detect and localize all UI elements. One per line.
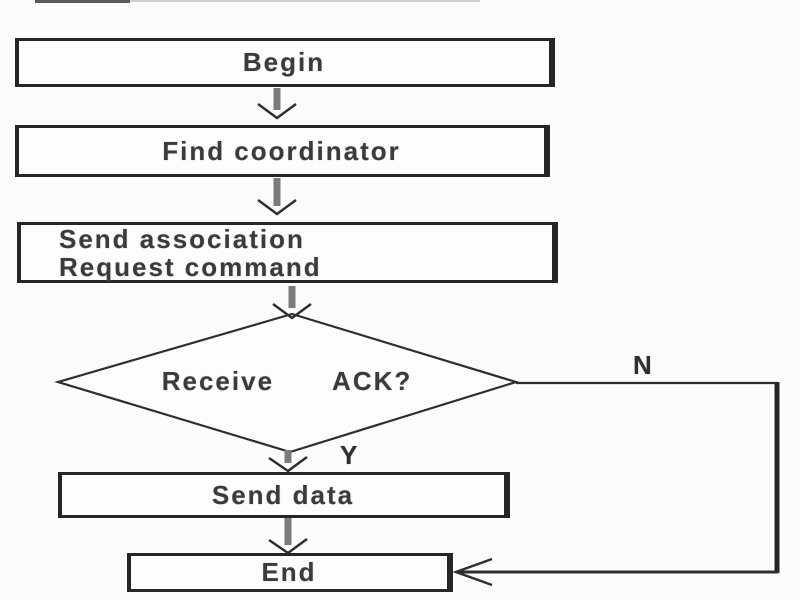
node-send-data: Send data <box>58 472 510 518</box>
arrow-decision-to-senddata-head <box>268 455 308 473</box>
decision-label: Receive ACK? <box>58 366 516 397</box>
node-send-association-label: Send association Request command <box>59 225 322 281</box>
node-send-association-line1: Send association <box>59 223 305 254</box>
cropped-artifact-dark <box>35 0 130 3</box>
no-branch-label: N <box>633 350 653 380</box>
node-send-data-label: Send data <box>211 479 355 510</box>
node-find-coordinator-label: Find coordinator <box>162 135 401 166</box>
no-branch-arrowhead <box>452 557 493 587</box>
arrow-assoc-to-decision-head <box>272 302 312 320</box>
node-begin-label: Begin <box>242 47 326 77</box>
decision-label-word1: Receive <box>161 366 275 396</box>
node-end: End <box>127 553 453 592</box>
node-find-coordinator: Find coordinator <box>15 125 550 177</box>
decision-label-word2: ACK? <box>332 366 413 396</box>
node-send-association: Send association Request command <box>17 222 558 283</box>
arrow-find-to-assoc-head <box>257 198 297 216</box>
node-end-label: End <box>261 557 317 587</box>
yes-branch-label: Y <box>340 440 359 470</box>
node-begin: Begin <box>15 38 555 87</box>
cropped-artifact-light <box>130 0 480 2</box>
arrow-begin-to-find-head <box>257 102 297 120</box>
node-send-association-line2: Request command <box>59 251 322 282</box>
